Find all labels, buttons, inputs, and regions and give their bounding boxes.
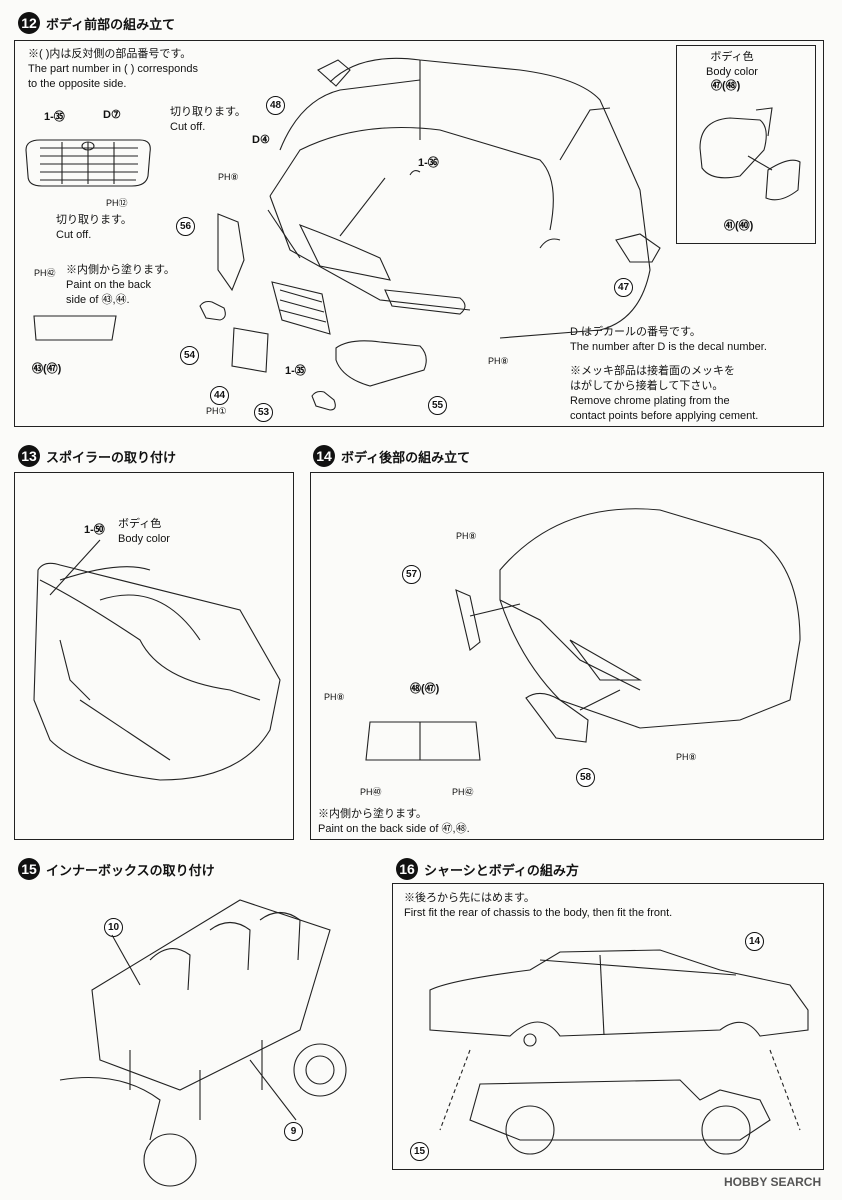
step-12-frame — [14, 40, 824, 427]
body-color-note-13: ボディ色 Body color — [118, 518, 170, 545]
part-44-callout: 44 — [210, 386, 229, 405]
hobby-search-watermark: HOBBY SEARCH — [724, 1175, 822, 1189]
part-47-callout: 47 — [614, 278, 633, 297]
paint-code-h90: PH㊵ — [360, 787, 382, 797]
decal-label-d4: D④ — [252, 134, 270, 146]
part-48-callout: 48 — [266, 96, 285, 115]
part-label-1-35b: 1-㉟ — [285, 365, 306, 377]
rear-first-note: ※後ろから先にはめます。 First fit the rear of chass… — [404, 892, 673, 919]
step-12-number: 12 — [18, 12, 40, 34]
lens-54-illustration — [33, 315, 117, 341]
part-56-callout: 56 — [176, 217, 195, 236]
paint-code-h8a: PH⑧ — [218, 172, 239, 182]
part-label-47-48: ㊼(㊽) — [711, 80, 741, 92]
step-16-number: 16 — [396, 858, 418, 880]
step-14-number: 14 — [313, 445, 335, 467]
grille-illustration — [25, 139, 151, 187]
step-15-number: 15 — [18, 858, 40, 880]
body-color-note-12: ボディ色 Body color — [706, 51, 758, 78]
paint-inside-note-14: ※内側から塗ります。 Paint on the back side of ㊼,㊽… — [318, 808, 470, 835]
paint-code-h8e: PH⑧ — [676, 752, 697, 762]
chrome-note: ※メッキ部品は接着面のメッキを はがしてから接着して下さい。 Remove ch… — [570, 365, 759, 422]
cut-off-note-bottom: 切り取ります。 Cut off. — [56, 214, 132, 241]
paint-code-h12: PH⑫ — [106, 198, 128, 208]
decal-label-d7: D⑦ — [103, 109, 121, 121]
part-label-1-36: 1-㊱ — [418, 157, 439, 169]
mirror-inset-frame — [676, 45, 816, 244]
paint-code-h1: PH① — [206, 406, 227, 416]
side-body-illustration — [429, 949, 809, 1155]
step-13-number: 13 — [18, 445, 40, 467]
part-15-callout: 15 — [410, 1142, 429, 1161]
paint-code-h8b: PH⑧ — [488, 356, 509, 366]
part-label-1-50: 1-㊿ — [84, 524, 105, 536]
step-14-frame — [310, 472, 824, 840]
part-9-callout: 9 — [284, 1122, 303, 1141]
inner-box-illustration — [59, 899, 347, 1187]
step-15-title: インナーボックスの取り付け — [46, 864, 215, 879]
part-58-callout: 58 — [576, 768, 595, 787]
part-label-1-35: 1-㉟ — [44, 111, 65, 123]
part-label-58-57: ㊽(㊼) — [410, 683, 440, 695]
part-54-callout: 54 — [180, 346, 199, 365]
part-55-callout: 55 — [428, 396, 447, 415]
part-53-callout: 53 — [254, 403, 273, 422]
part-label-54-53: ㊸(㊼) — [32, 363, 62, 375]
rear-body-illustration — [365, 508, 801, 761]
part-10-callout: 10 — [104, 918, 123, 937]
front-body-illustration — [199, 57, 661, 411]
step-16-title: シャーシとボディの組み方 — [424, 864, 579, 879]
paint-inside-note-12: ※内側から塗ります。 Paint on the back side of ㊸,㊹… — [66, 264, 175, 306]
step-13-title: スポイラーの取り付け — [46, 451, 177, 466]
paint-code-h92b: PH㊷ — [452, 787, 474, 797]
paint-code-h92a: PH㊷ — [34, 268, 56, 278]
part-label-41-40: ㊶(㊵) — [724, 220, 754, 232]
opposite-side-note: ※( )内は反対側の部品番号です。 The part number in ( )… — [28, 48, 198, 90]
mirror-illustration — [699, 107, 801, 201]
paint-code-h8c: PH⑧ — [456, 531, 477, 541]
cut-off-note-top: 切り取ります。 Cut off. — [170, 106, 246, 133]
paint-code-h8d: PH⑧ — [324, 692, 345, 702]
step-14-title: ボディ後部の組み立て — [341, 451, 471, 466]
spoiler-illustration — [33, 539, 281, 781]
step-12-title: ボディ前部の組み立て — [46, 18, 176, 33]
step-16-frame — [392, 883, 824, 1170]
part-57-callout: 57 — [402, 565, 421, 584]
part-14-callout: 14 — [745, 932, 764, 951]
step-13-frame — [14, 472, 294, 840]
